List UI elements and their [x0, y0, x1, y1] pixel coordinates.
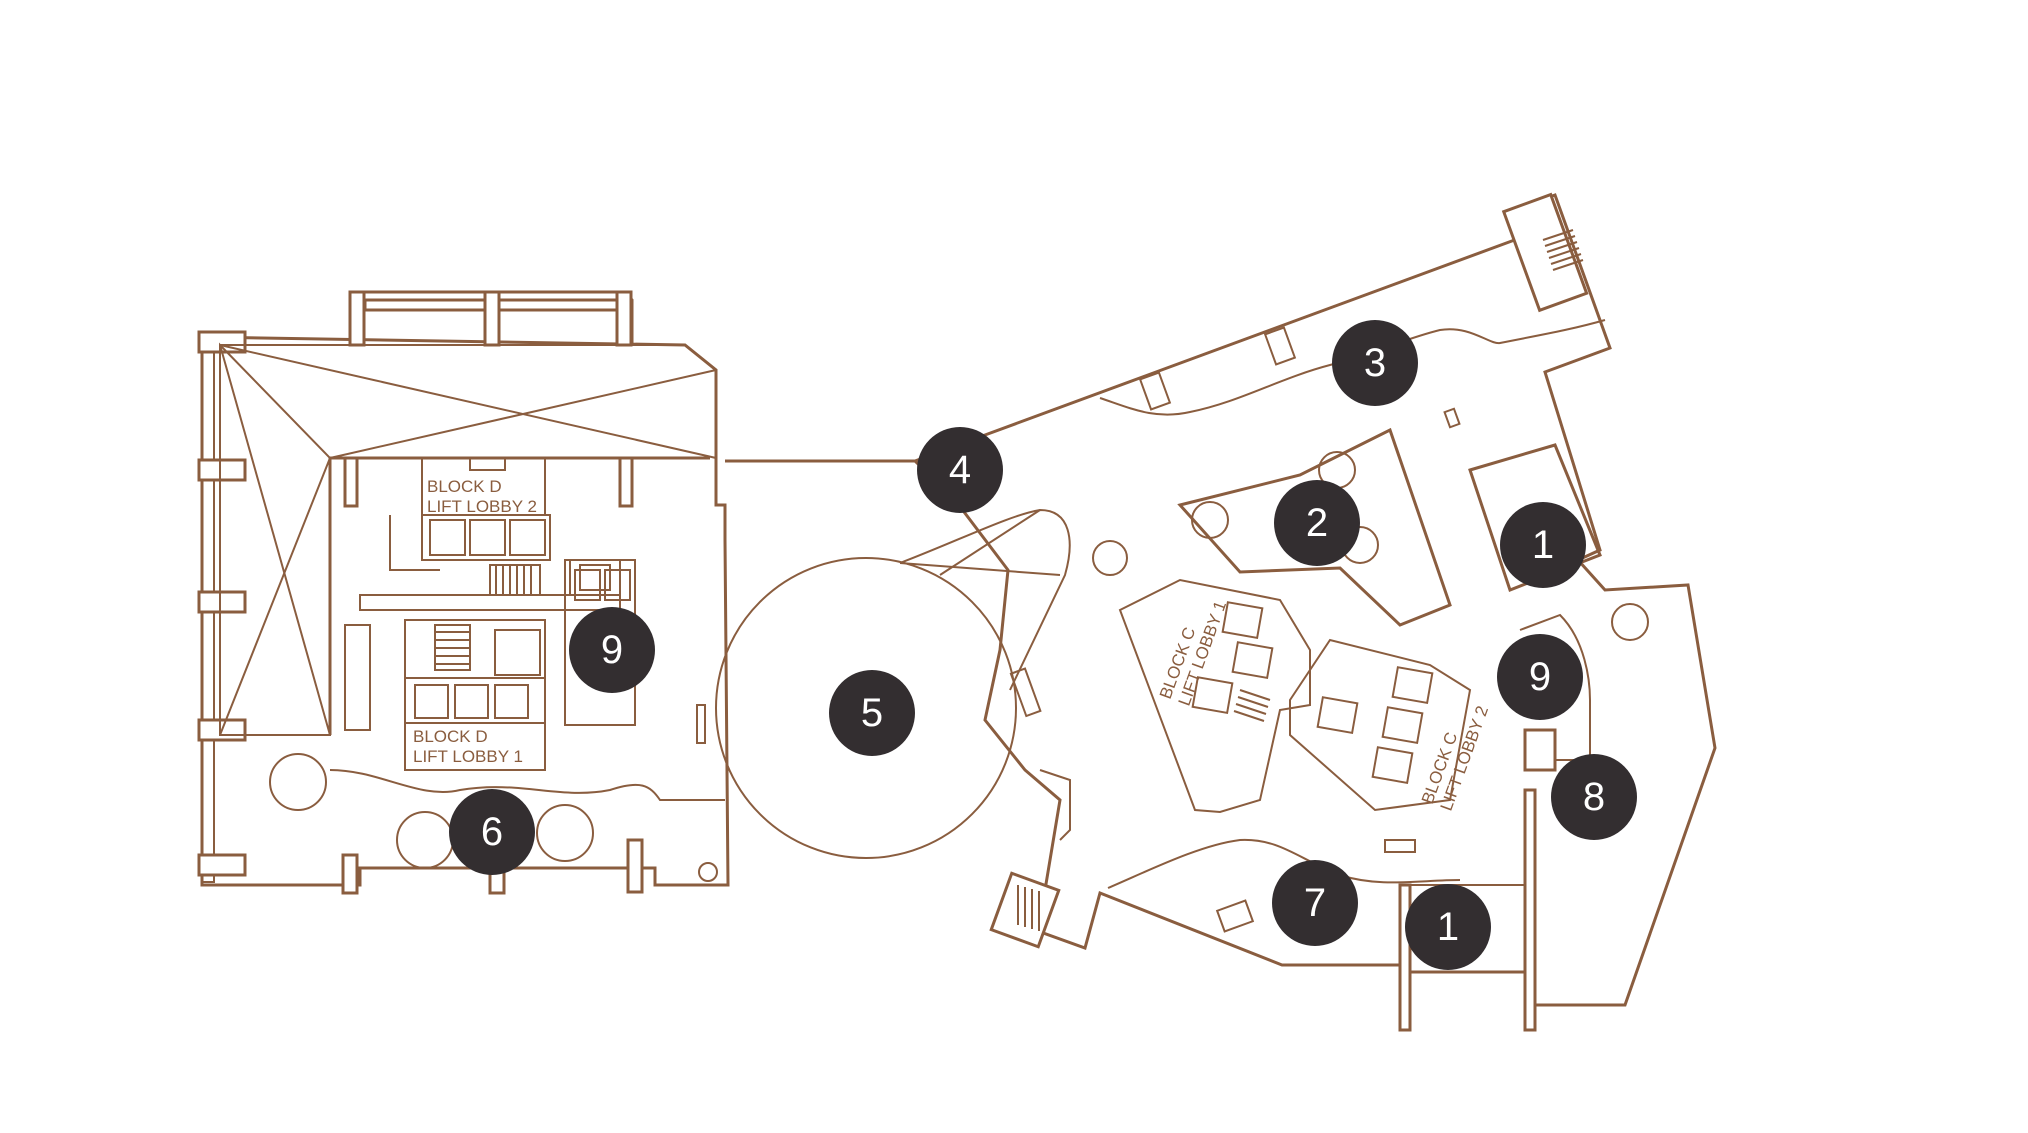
- area-marker-1-east[interactable]: 1: [1500, 502, 1586, 588]
- svg-text:1: 1: [1532, 523, 1554, 567]
- block-c-building: [912, 192, 1717, 1032]
- svg-text:1: 1: [1437, 905, 1459, 949]
- svg-text:7: 7: [1304, 881, 1326, 925]
- svg-text:5: 5: [861, 691, 883, 735]
- svg-text:9: 9: [1529, 655, 1551, 699]
- area-marker-5[interactable]: 5: [829, 670, 915, 756]
- block-d-lobby1-label-line2: LIFT LOBBY 1: [413, 747, 523, 766]
- block-d-building: [197, 290, 730, 895]
- svg-text:3: 3: [1364, 341, 1386, 385]
- area-marker-8[interactable]: 8: [1551, 754, 1637, 840]
- svg-text:6: 6: [481, 810, 503, 854]
- block-d-lobby1-label-line1: BLOCK D: [413, 727, 488, 746]
- area-marker-7[interactable]: 7: [1272, 860, 1358, 946]
- area-marker-1-south[interactable]: 1: [1405, 884, 1491, 970]
- central-rotunda: [715, 508, 1071, 859]
- area-marker-2[interactable]: 2: [1274, 480, 1360, 566]
- svg-text:2: 2: [1306, 501, 1328, 545]
- area-marker-4[interactable]: 4: [917, 427, 1003, 513]
- block-d-lobby2-label-line2: LIFT LOBBY 2: [427, 497, 537, 516]
- area-marker-9-west[interactable]: 9: [569, 607, 655, 693]
- svg-text:8: 8: [1583, 775, 1605, 819]
- area-marker-6[interactable]: 6: [449, 789, 535, 875]
- svg-text:4: 4: [949, 448, 971, 492]
- area-marker-9-east[interactable]: 9: [1497, 634, 1583, 720]
- connector-corridor: [725, 459, 915, 463]
- block-d-lobby2-label-line1: BLOCK D: [427, 477, 502, 496]
- area-markers: 3 4 2 1 9 5 9 8 6 7 1: [449, 320, 1637, 970]
- svg-text:9: 9: [601, 628, 623, 672]
- area-marker-3[interactable]: 3: [1332, 320, 1418, 406]
